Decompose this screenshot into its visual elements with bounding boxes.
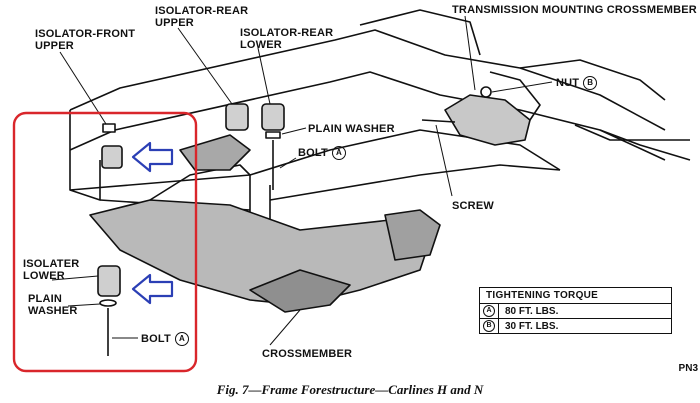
highlight-box — [12, 111, 198, 373]
torque-table-title: TIGHTENING TORQUE — [480, 288, 671, 304]
torque-row: B 30 FT. LBS. — [480, 319, 671, 333]
arrow-lower-icon — [131, 273, 174, 305]
torque-row: A 80 FT. LBS. — [480, 304, 671, 319]
label-crossmember: CROSSMEMBER — [262, 348, 353, 360]
ref-a-icon: A — [483, 305, 495, 317]
ref-a-icon: A — [331, 146, 346, 160]
part-number: PN3 — [678, 363, 698, 374]
torque-value: 30 FT. LBS. — [505, 320, 559, 332]
label-isolator-rear-lower: ISOLATOR-REAR LOWER — [240, 27, 334, 51]
label-isolater-lower: ISOLATER LOWER — [23, 258, 80, 282]
ref-a-icon: A — [174, 332, 189, 346]
ref-b-icon: B — [583, 76, 598, 90]
label-isolator-front-upper: ISOLATOR-FRONT UPPER — [35, 28, 136, 52]
torque-value: 80 FT. LBS. — [505, 305, 559, 317]
ref-b-icon: B — [483, 320, 495, 332]
label-transmission-crossmember: TRANSMISSION MOUNTING CROSSMEMBER — [452, 4, 697, 16]
label-plain-washer-front: PLAIN WASHER — [28, 293, 78, 317]
label-screw: SCREW — [452, 200, 494, 212]
label-isolator-rear-upper: ISOLATOR-REAR UPPER — [155, 5, 249, 29]
tightening-torque-table: TIGHTENING TORQUE A 80 FT. LBS. B 30 FT.… — [479, 287, 672, 334]
arrow-upper-icon — [131, 141, 174, 173]
figure-caption: Fig. 7—Frame Forestructure—Carlines H an… — [216, 382, 484, 397]
label-plain-washer-rear: PLAIN WASHER — [308, 123, 395, 135]
